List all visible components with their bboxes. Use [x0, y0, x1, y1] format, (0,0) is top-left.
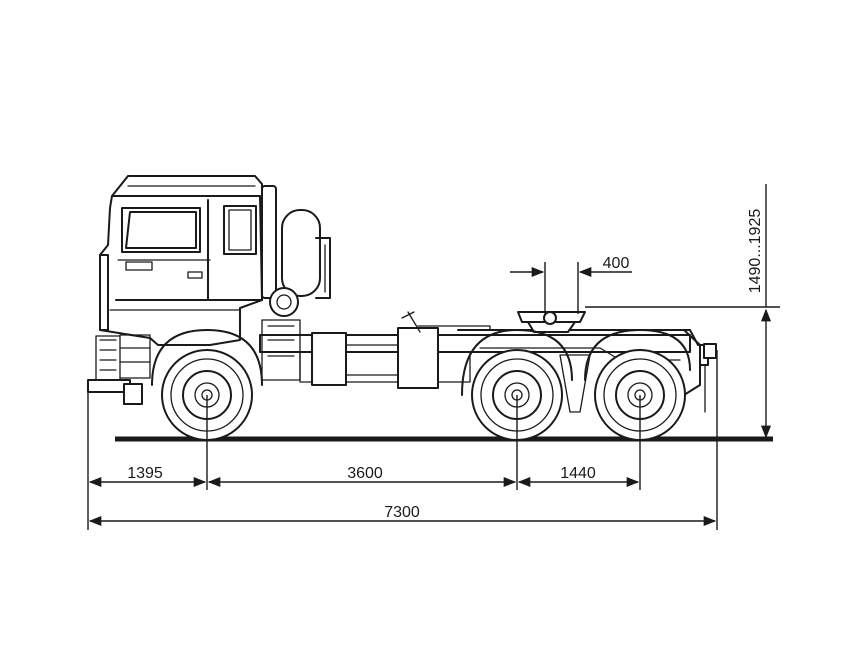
extension-lines [87, 262, 780, 530]
wheelbase-rear-label: 1440 [560, 465, 596, 482]
truck-tractor [87, 175, 717, 413]
dimension-lines [88, 184, 772, 527]
fifth-wheel-offset-label: 400 [603, 255, 630, 272]
fifth-wheel-height-label: 1490...1925 [747, 209, 764, 294]
overall-length-label: 7300 [384, 504, 420, 521]
front-overhang-label: 1395 [127, 465, 163, 482]
wheelbase-front-label: 3600 [347, 465, 383, 482]
